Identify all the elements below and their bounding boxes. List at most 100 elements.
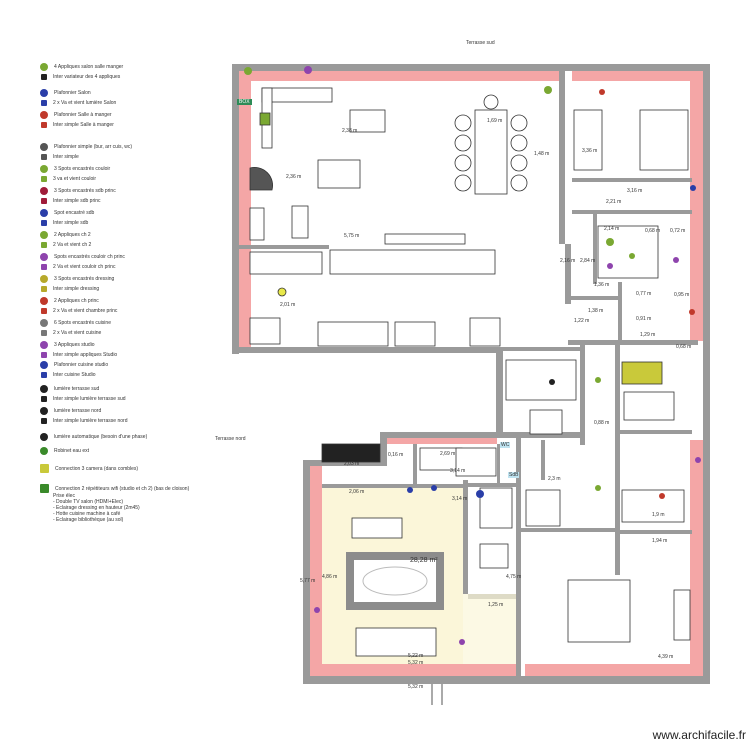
applique-icon (40, 340, 48, 349)
spot-icon (40, 252, 48, 261)
legend-row: lumière terrasse sud (40, 384, 99, 393)
legend-row: 6 Spots encastrés cuisine (40, 318, 111, 327)
highlighted-walls (239, 71, 703, 676)
switch-icon (41, 371, 47, 378)
legend-row: Inter cuisine Studio (40, 370, 96, 379)
legend-label: Inter simple lumière terrasse sud (53, 395, 126, 402)
legend-label: 3 Appliques studio (54, 341, 95, 348)
legend-row: Inter variateur des 4 appliques (40, 72, 120, 81)
spot-icon (40, 164, 48, 173)
tap-icon (40, 446, 48, 455)
legend-label: Inter simple lumière terrasse nord (53, 417, 128, 424)
dimension-label: 0,77 m (636, 291, 651, 297)
legend-row: lumière automatique (besoin d'une phase) (40, 432, 147, 441)
dimension-label: 2,03 m (344, 461, 359, 467)
switch-icon (41, 241, 47, 248)
legend-row: Plafonnier Salle à manger (40, 110, 112, 119)
bedroom-furniture (505, 109, 691, 643)
outdoor-light-icon (40, 406, 48, 415)
exterior-walls (232, 64, 710, 684)
dimension-label: 0,95 m (674, 292, 689, 298)
legend-label: lumière terrasse nord (54, 407, 102, 414)
legend-label: Plafonnier Salle à manger (54, 111, 112, 118)
legend-label: 2 Va et vient couloir ch princ (53, 263, 116, 270)
legend-label: 2 x Va et vient lumière Salon (53, 99, 117, 106)
legend-label: 2 x Va et vient chambre princ (53, 307, 118, 314)
applique-icon (40, 230, 48, 239)
switch-icon (41, 197, 47, 204)
legend-label: Inter simple dressing (53, 285, 100, 292)
legend-row: Connection 3 camera (dans combles) (40, 464, 138, 473)
legend-label: 6 Spots encastrés cuisine (54, 319, 111, 326)
watermark: www.archifacile.fr (652, 728, 746, 742)
dimension-label: 0,68 m (676, 344, 691, 350)
box-label: BOX (237, 99, 252, 105)
switch-icon (41, 153, 47, 160)
spot-icon (40, 318, 48, 327)
notes-line: - Hotte cuisine machine à café (53, 511, 121, 517)
spot-icon (40, 186, 48, 195)
dimension-label: 3,36 m (582, 148, 597, 154)
label-terrasse-sud: Terrasse sud (466, 40, 495, 46)
legend-label: 3 Spots encastrés sdb princ (54, 187, 116, 194)
legend-row: Plafonnier cuisine studio (40, 360, 108, 369)
dimension-label: 0,91 m (636, 316, 651, 322)
legend-label: Plafonnier cuisine studio (54, 361, 109, 368)
dimension-label: 3,14 m (450, 468, 465, 474)
legend-row: 2 Appliques ch 2 (40, 230, 91, 239)
legend-row: 2 x Va et vient chambre princ (40, 306, 117, 315)
dimension-label: 4,39 m (658, 654, 673, 660)
switch-icon (41, 219, 47, 226)
legend-row: Spots encastrés couloir ch princ (40, 252, 125, 261)
legend-label: lumière automatique (besoin d'une phase) (54, 433, 148, 440)
dimension-label: 1,48 m (534, 151, 549, 157)
legend-label: Inter simple sdb princ (53, 197, 101, 204)
legend-row: Robinet eau ext (40, 446, 89, 455)
legend-row: 3 Appliques studio (40, 340, 95, 349)
legend-label: 3 Spots encastrés dressing (54, 275, 115, 282)
spot-icon (40, 208, 48, 217)
switch-icon (41, 307, 47, 314)
legend-label: Plafonnier Salon (54, 89, 91, 96)
dimension-label: 0,88 m (594, 420, 609, 426)
dimension-label: 0,72 m (670, 228, 685, 234)
legend-row: Connection 2 répétiteurs wifi (studio et… (40, 484, 189, 493)
dimension-label: 1,94 m (652, 538, 667, 544)
legend-label: Connection 3 camera (dans combles) (55, 465, 139, 472)
dimension-label: 2,69 m (440, 451, 455, 457)
dimension-label: 1,9 m (652, 512, 665, 518)
dimension-label: 1,29 m (640, 332, 655, 338)
dimension-label: 1,22 m (574, 318, 589, 324)
dimension-label: 2,01 m (280, 302, 295, 308)
dimension-label: 2,38 m (342, 128, 357, 134)
ceiling-light-icon (40, 110, 48, 119)
legend-row: 3 Spots encastrés couloir (40, 164, 110, 173)
label-terrasse-nord: Terrasse nord (215, 436, 246, 442)
ceiling-light-icon (40, 88, 48, 97)
electrical-symbols (244, 66, 701, 645)
switch-icon (41, 175, 47, 182)
legend-label: Robinet eau ext (54, 447, 90, 454)
legend-row: Plafonnier simple (bur, arr cuis, wc) (40, 142, 132, 151)
legend-label: 2 Appliques ch princ (54, 297, 99, 304)
legend-label: Spots encastrés couloir ch princ (54, 253, 125, 260)
legend-row: Inter simple lumière terrasse sud (40, 394, 126, 403)
dimension-label: 2,14 m (604, 226, 619, 232)
legend-label: 4 Appliques salon salle manger (54, 63, 124, 70)
dimension-label: 1,25 m (488, 602, 503, 608)
switch-icon (41, 73, 47, 80)
outdoor-light-icon (40, 384, 48, 393)
dimension-label: 5,32 m (408, 684, 423, 690)
dimension-label: 2,16 m (560, 258, 575, 264)
legend-row: Inter simple sdb princ (40, 196, 101, 205)
legend-row: 2 x Va et vient lumière Salon (40, 98, 116, 107)
switch-icon (41, 395, 47, 402)
legend-label: Inter simple appliques Studio (53, 351, 118, 358)
switch-icon (41, 99, 47, 106)
legend-label: Inter simple Salle à manger (53, 121, 114, 128)
legend-row: Inter simple Salle à manger (40, 120, 114, 129)
ceiling-light-icon (40, 360, 48, 369)
legend-row: 3 Spots encastrés sdb princ (40, 186, 116, 195)
dimension-label: 2,36 m (286, 174, 301, 180)
